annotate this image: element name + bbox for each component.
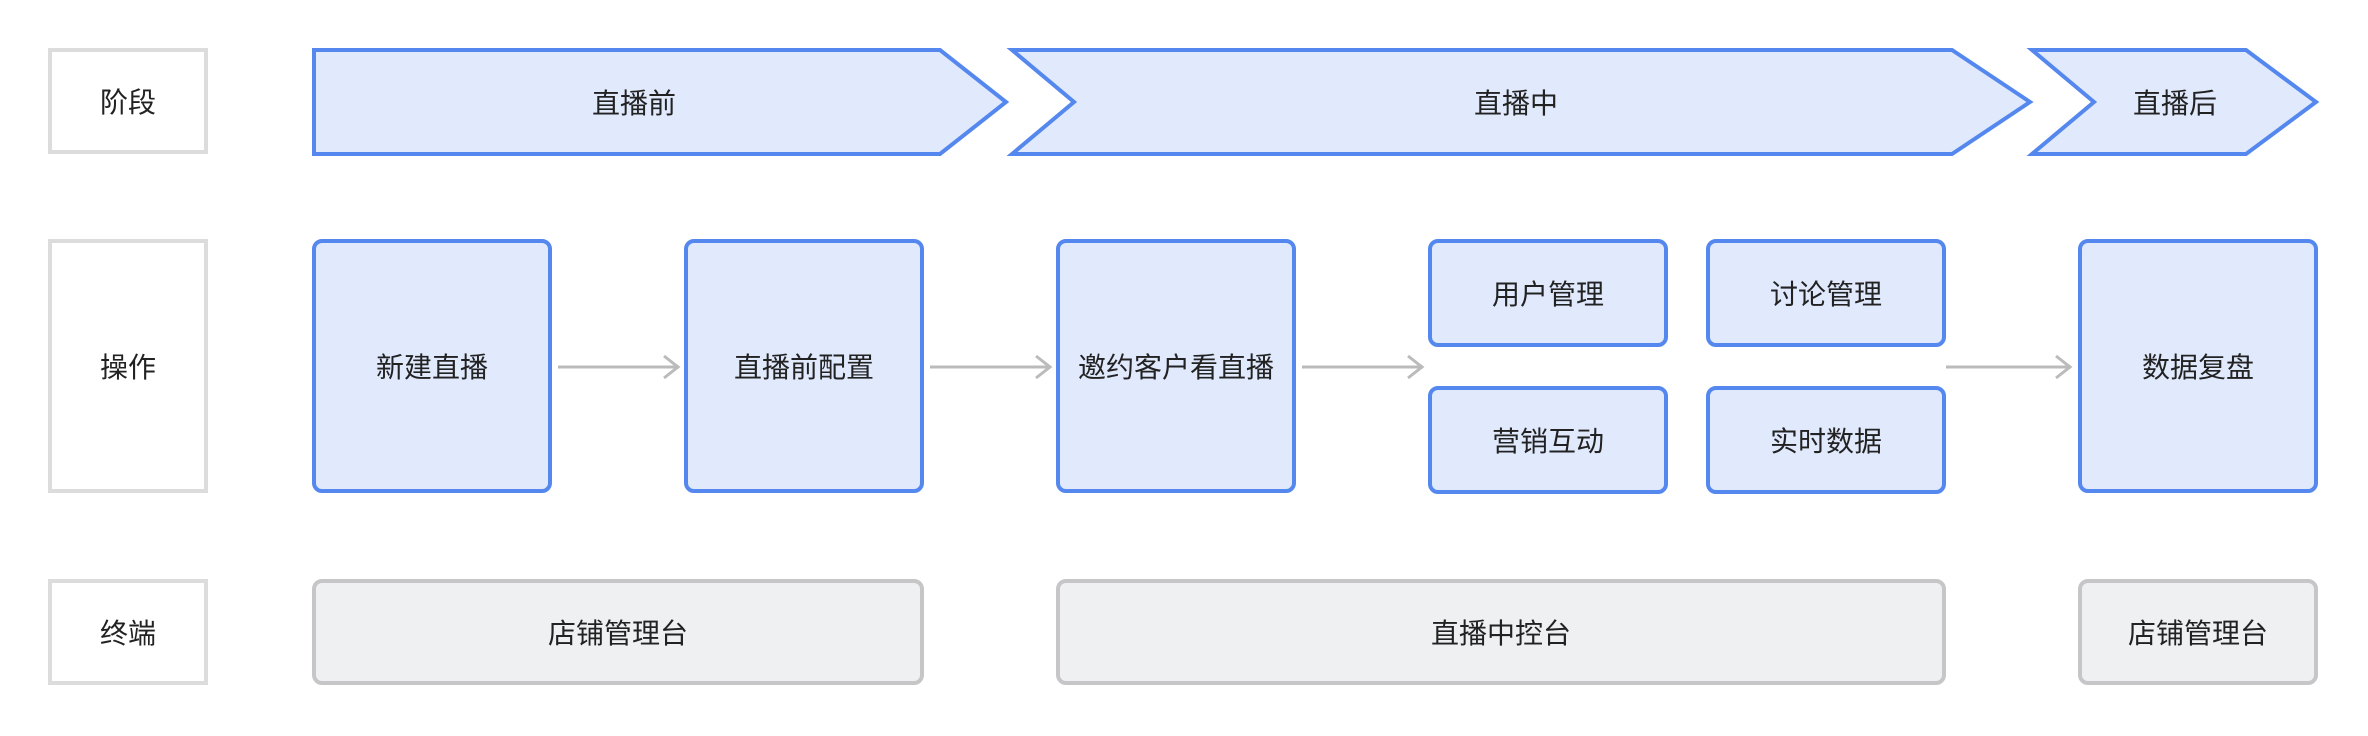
stage-label-after-text: 直播后 (2132, 87, 2217, 120)
op-data-review-text: 数据复盘 (2141, 351, 2254, 384)
op-invite-customers: 邀约客户看直播 (1056, 239, 1296, 493)
op-discussion-management: 讨论管理 (1706, 239, 1946, 347)
arrow-manage-to-review (1946, 354, 2073, 380)
op-create-live-text: 新建直播 (375, 351, 488, 384)
op-data-review: 数据复盘 (2078, 239, 2318, 493)
op-pre-live-config: 直播前配置 (684, 239, 924, 493)
row-label-stage: 阶段 (48, 48, 208, 154)
terminal-live-console-text: 直播中控台 (1430, 617, 1571, 650)
op-realtime-data-text: 实时数据 (1769, 425, 1882, 458)
arrow-invite-to-manage (1302, 354, 1425, 380)
op-marketing-interaction-text: 营销互动 (1491, 425, 1604, 458)
terminal-store-console-1-text: 店铺管理台 (547, 617, 688, 650)
op-pre-live-config-text: 直播前配置 (733, 351, 874, 384)
op-marketing-interaction: 营销互动 (1428, 386, 1668, 494)
op-realtime-data: 实时数据 (1706, 386, 1946, 494)
stage-label-before: 直播前 (314, 50, 954, 154)
op-invite-customers-text: 邀约客户看直播 (1077, 351, 1274, 384)
row-label-operation: 操作 (48, 239, 208, 493)
row-label-operation-text: 操作 (99, 351, 156, 384)
arrow-create-to-config (558, 354, 681, 380)
stage-label-during-text: 直播中 (1473, 87, 1558, 120)
terminal-live-console: 直播中控台 (1056, 579, 1946, 685)
terminal-store-console-2-text: 店铺管理台 (2127, 617, 2268, 650)
stage-chevron-after (2026, 48, 2320, 156)
terminal-store-console-2: 店铺管理台 (2078, 579, 2318, 685)
stage-label-after: 直播后 (2080, 50, 2270, 154)
stage-chevron-during (1006, 48, 2034, 156)
op-create-live: 新建直播 (312, 239, 552, 493)
stage-label-before-text: 直播前 (591, 87, 676, 120)
terminal-store-console-1: 店铺管理台 (312, 579, 924, 685)
op-user-management: 用户管理 (1428, 239, 1668, 347)
row-label-stage-text: 阶段 (99, 86, 156, 119)
arrow-config-to-invite (930, 354, 1053, 380)
row-label-terminal-text: 终端 (99, 617, 156, 650)
row-label-terminal: 终端 (48, 579, 208, 685)
stage-label-during: 直播中 (1060, 50, 1972, 154)
op-discussion-management-text: 讨论管理 (1769, 278, 1882, 311)
stage-chevron-before (312, 48, 1010, 156)
op-user-management-text: 用户管理 (1491, 278, 1604, 311)
